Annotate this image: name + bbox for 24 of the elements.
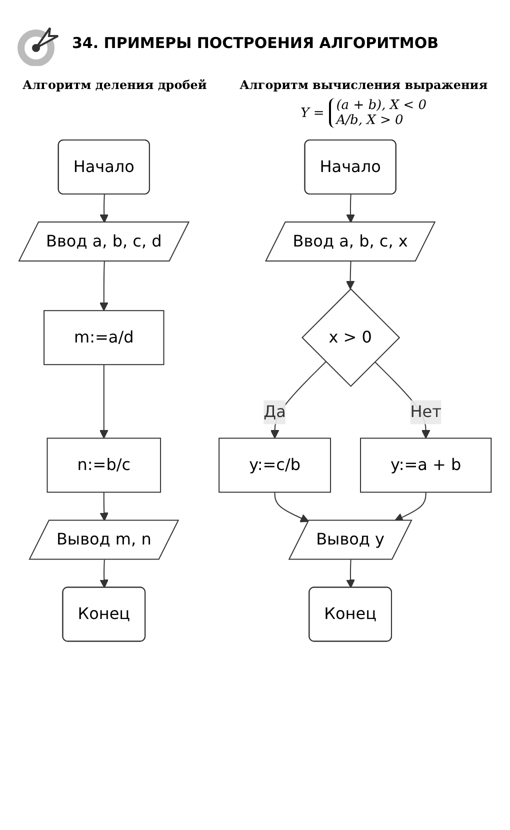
node-box: y:=c/b	[218, 438, 331, 493]
arrow	[100, 559, 108, 588]
arrow	[100, 194, 108, 223]
section-heading: Алгоритм деления дробей	[22, 78, 207, 92]
node-box: y:=a + b	[360, 438, 492, 493]
edge-label: Нет	[410, 402, 442, 422]
node-box: n:=b/c	[46, 438, 161, 493]
node-box: m:=a/d	[43, 310, 164, 366]
arrow	[346, 559, 355, 588]
arrow	[274, 492, 309, 522]
arrow	[346, 194, 355, 223]
formula-text: (a + b), X < 0	[336, 98, 427, 113]
arrow	[270, 361, 326, 439]
arrow	[394, 492, 426, 522]
formula-text: Y =	[300, 106, 324, 120]
arrow	[100, 492, 108, 522]
node-diamond: x > 0	[301, 288, 400, 387]
edge-label: Да	[264, 402, 286, 422]
formula-text: A/b, X > 0	[336, 113, 404, 128]
arrow	[99, 261, 108, 311]
arrow	[99, 364, 108, 439]
page-title: 34. ПРИМЕРЫ ПОСТРОЕНИЯ АЛГОРИТМОВ	[72, 34, 439, 52]
section-heading: Алгоритм вычисления выражения	[240, 78, 488, 92]
arrow	[346, 261, 355, 290]
